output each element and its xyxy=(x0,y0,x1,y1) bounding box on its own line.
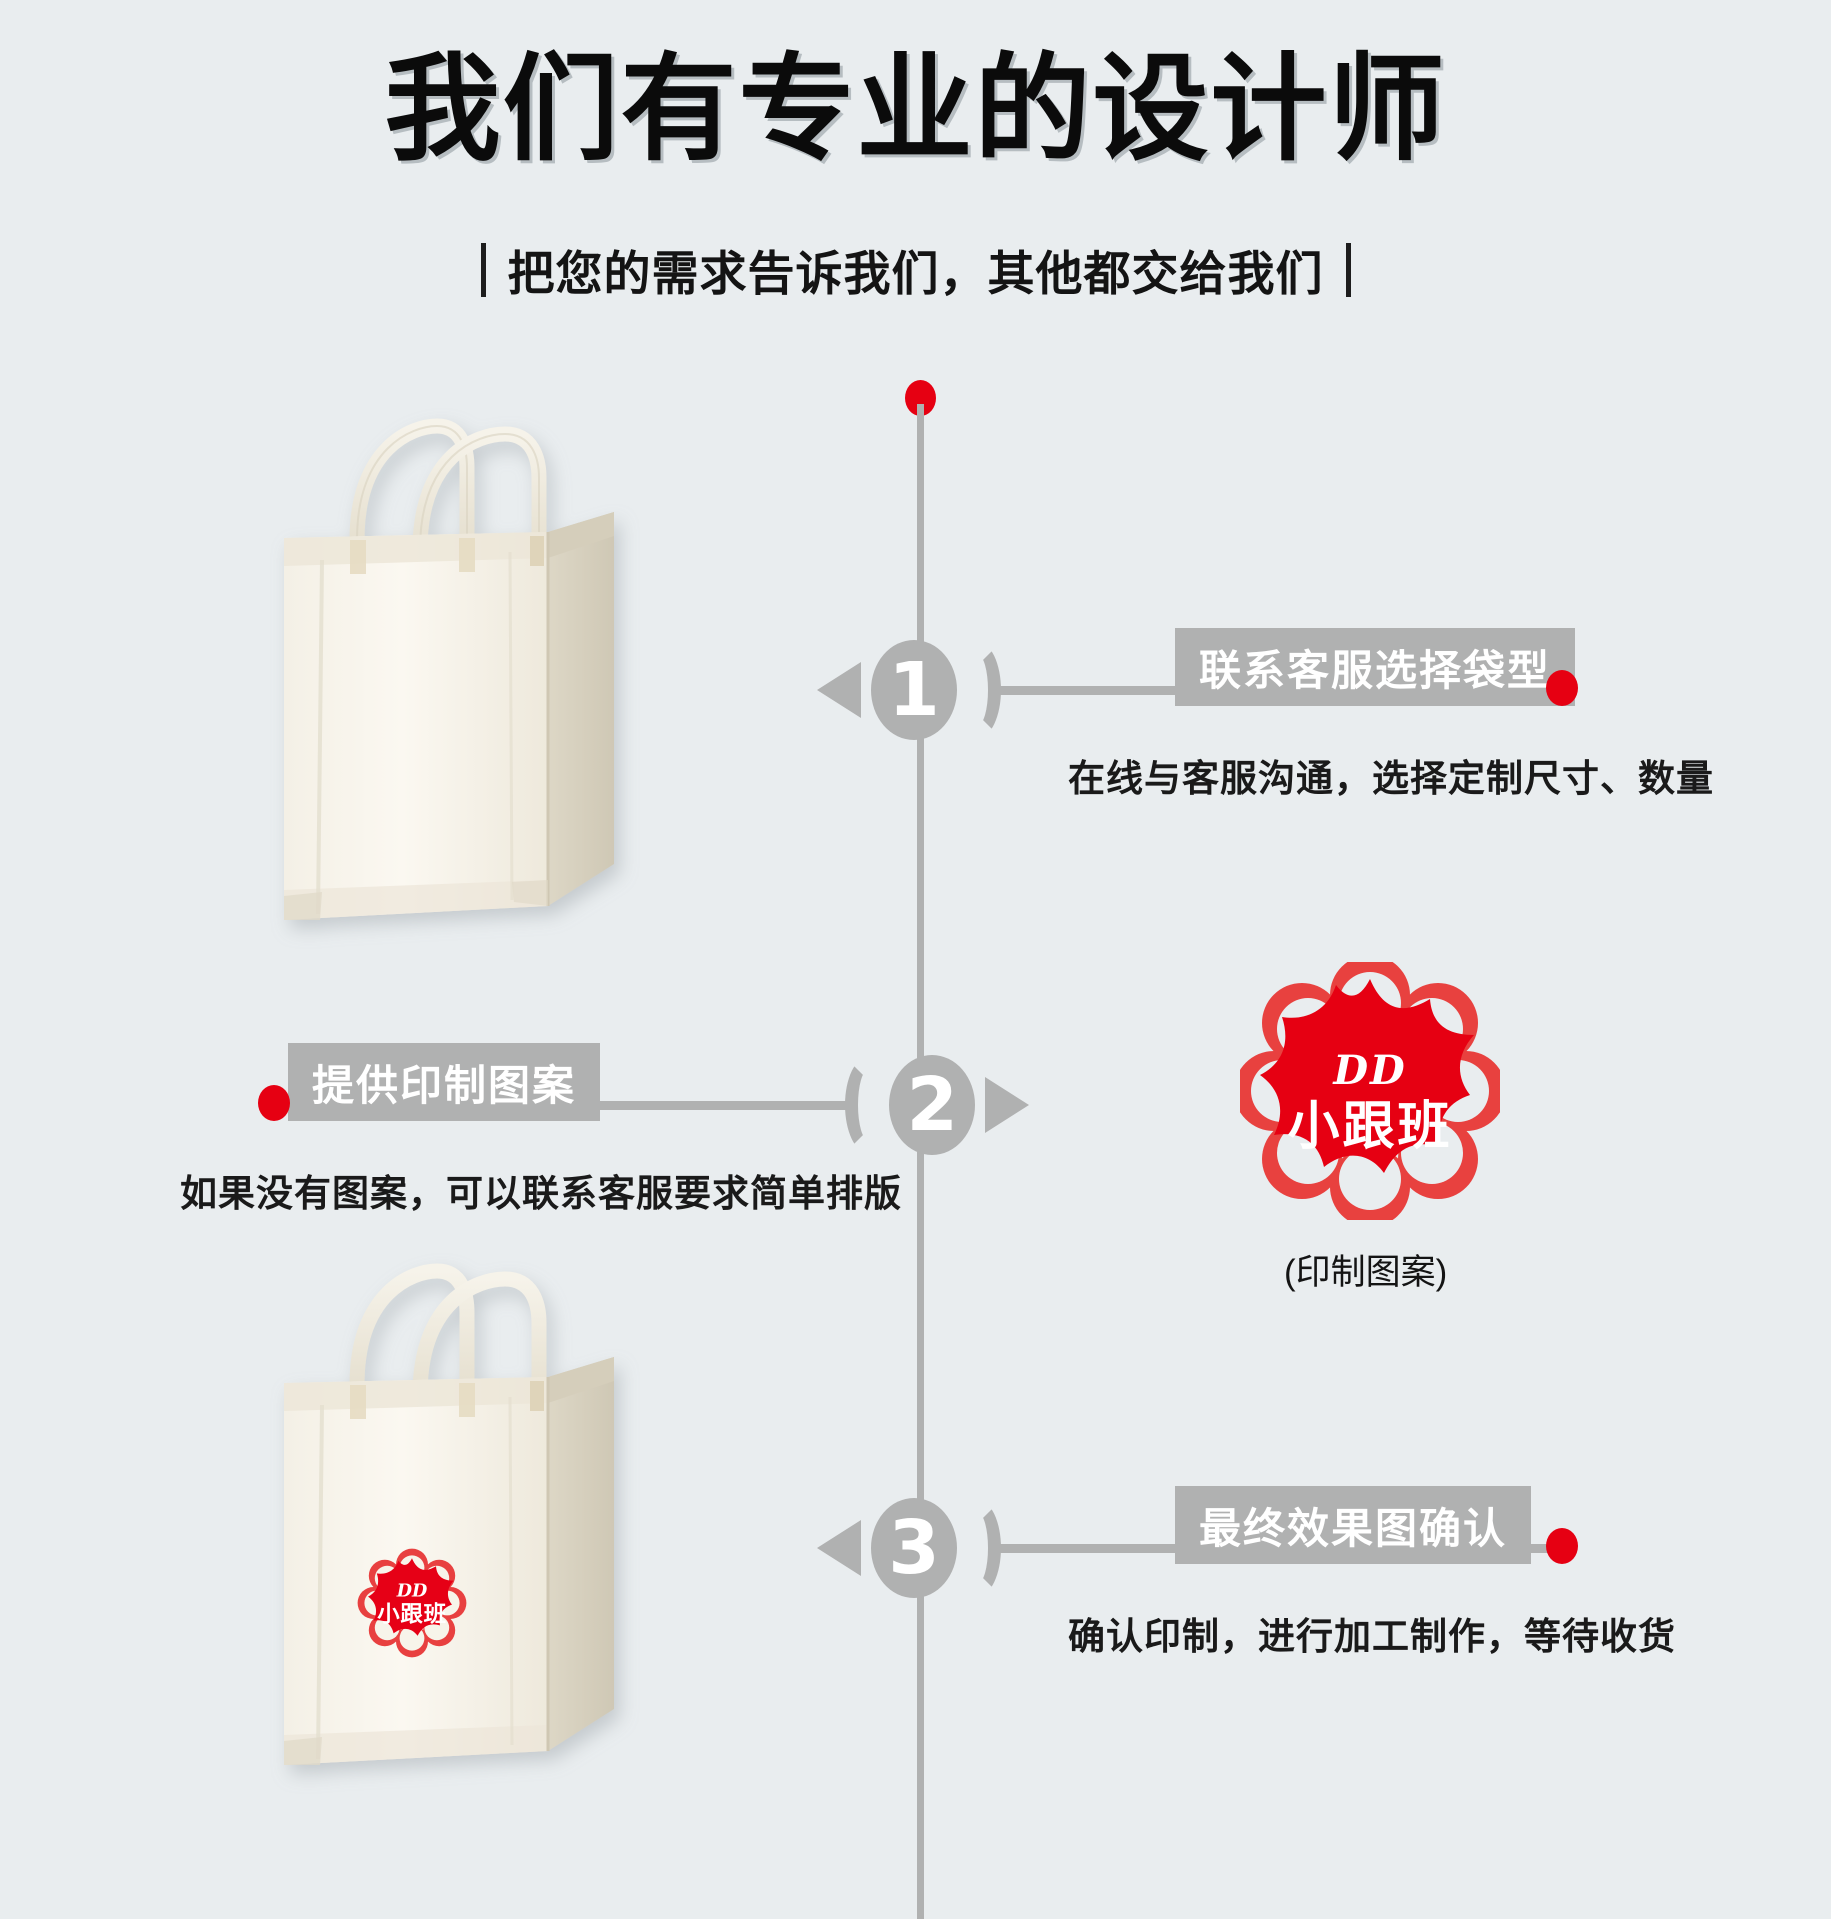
step-3-circle: 3 xyxy=(871,1498,957,1598)
step-3-marker: 3 xyxy=(817,1498,1013,1598)
page-subtitle: 把您的需求告诉我们，其他都交给我们 xyxy=(0,235,1831,304)
step-3-end-dot xyxy=(1546,1528,1578,1564)
step-2-end-dot xyxy=(258,1085,290,1121)
step-2-description: 如果没有图案，可以联系客服要求简单排版 xyxy=(180,1173,902,1214)
svg-text:小跟班: 小跟班 xyxy=(1287,1098,1452,1156)
step-1-end-dot xyxy=(1546,670,1578,706)
bag-printed-image: DD 小跟班 xyxy=(262,1235,662,1855)
step-2-marker: 2 xyxy=(833,1055,1029,1155)
svg-text:小跟班: 小跟班 xyxy=(377,1601,447,1626)
subtitle-text: 把您的需求告诉我们，其他都交给我们 xyxy=(507,247,1324,300)
step-1-description: 在线与客服沟通，选择定制尺寸、数量 xyxy=(1068,758,1714,799)
timeline-axis xyxy=(917,404,924,1919)
step-1-label: 联系客服选择袋型 xyxy=(1175,628,1576,706)
step-1-arrow-icon xyxy=(817,662,861,718)
step-3-arrow-icon xyxy=(817,1520,861,1576)
step-3-number: 3 xyxy=(888,1505,940,1591)
svg-text:DD: DD xyxy=(1332,1047,1406,1094)
page-title: 我们有专业的设计师 xyxy=(384,44,1447,174)
step-2-circle: 2 xyxy=(889,1055,975,1155)
bag-plain-image xyxy=(262,390,662,1010)
step-3-description: 确认印制，进行加工制作，等待收货 xyxy=(1068,1616,1676,1657)
logo-caption: (印制图案) xyxy=(1284,1253,1448,1292)
subtitle-right-bar xyxy=(1345,242,1351,297)
step-1-circle: 1 xyxy=(871,640,957,740)
step-1-number: 1 xyxy=(888,647,940,733)
subtitle-left-bar xyxy=(480,242,486,297)
step-2-label: 提供印制图案 xyxy=(288,1043,601,1121)
step-2-number: 2 xyxy=(906,1062,958,1148)
step-2-arrow-icon xyxy=(985,1077,1029,1133)
brand-badge-logo: DD 小跟班 xyxy=(1234,955,1506,1227)
step-1-marker: 1 xyxy=(817,640,1013,740)
svg-text:DD: DD xyxy=(396,1581,428,1602)
step-3-label: 最终效果图确认 xyxy=(1175,1486,1532,1564)
